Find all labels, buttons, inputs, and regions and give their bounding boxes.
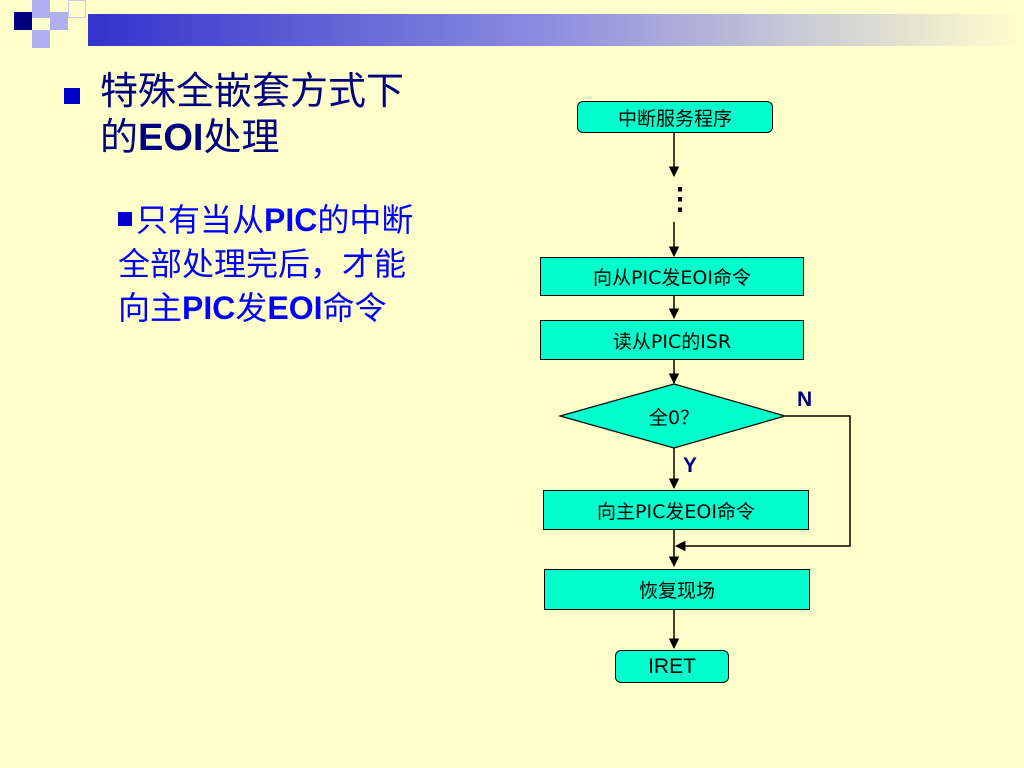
flow-end-iret: IRET xyxy=(615,650,729,683)
header-bar xyxy=(88,14,1024,46)
flow-step-send-eoi-master: 向主PIC发EOI命令 xyxy=(543,490,809,530)
flow-label-no: N xyxy=(797,388,813,411)
flow-step-send-eoi-slave: 向从PIC发EOI命令 xyxy=(540,257,804,296)
flow-label-yes: Y xyxy=(683,454,698,477)
flow-step-read-slave-isr: 读从PIC的ISR xyxy=(540,320,804,360)
sub-point: 只有当从PIC的中断全部处理完后，才能向主PIC发EOI命令 xyxy=(118,201,414,327)
flow-step-restore-context: 恢复现场 xyxy=(544,569,810,610)
flow-ellipsis: ⋮ xyxy=(665,183,695,216)
slide-title: 特殊全嵌套方式下的EOI处理 xyxy=(100,69,405,159)
sub-bullet xyxy=(118,212,132,226)
flow-start: 中断服务程序 xyxy=(577,101,773,133)
title-bullet xyxy=(64,88,80,104)
flow-decision-label: 全0？ xyxy=(648,406,700,429)
arrow-decision-no xyxy=(674,415,851,552)
